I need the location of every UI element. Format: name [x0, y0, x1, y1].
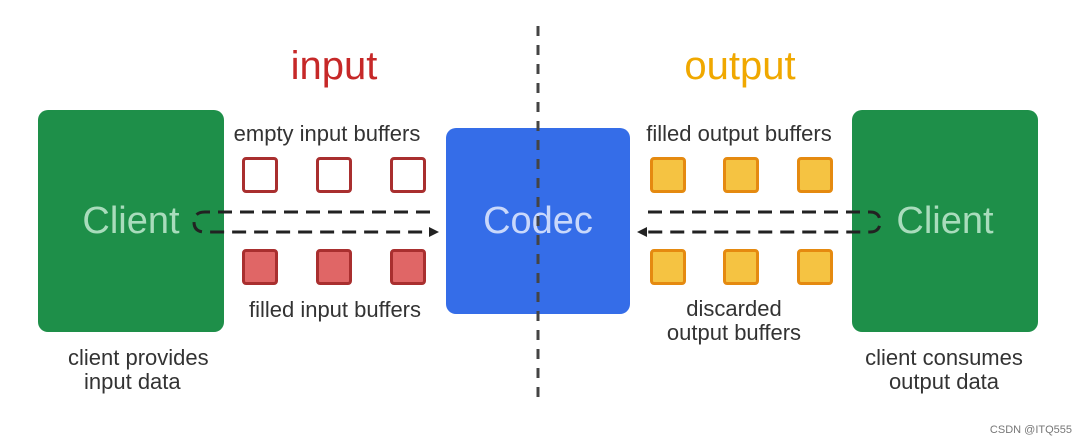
discarded-output-buffer	[650, 249, 686, 285]
empty-input-buffer	[316, 157, 352, 193]
left-client-box: Client	[38, 110, 224, 332]
input-title: input	[290, 44, 378, 88]
output-title: output	[684, 44, 796, 88]
discarded-output-buffer	[797, 249, 833, 285]
discarded-caption-line2: output buffers	[666, 320, 802, 345]
filled-output-buffer	[650, 157, 686, 193]
filled-output-buffers-caption: filled output buffers	[646, 121, 832, 146]
filled-input-buffer	[390, 249, 426, 285]
client-provides-line1: client provides	[68, 345, 209, 370]
filled-output-buffer	[723, 157, 759, 193]
empty-input-buffers-caption: empty input buffers	[233, 121, 421, 146]
filled-input-buffer	[316, 249, 352, 285]
client-provides-caption: client provides input data	[44, 346, 240, 394]
filled-output-buffer	[797, 157, 833, 193]
client-consumes-line1: client consumes	[865, 345, 1023, 370]
filled-input-buffers-caption: filled input buffers	[248, 297, 422, 322]
discarded-output-buffers-caption: discarded output buffers	[636, 297, 832, 345]
input-loop-path	[192, 210, 439, 237]
empty-input-buffer	[390, 157, 426, 193]
right-client-box: Client	[852, 110, 1038, 332]
filled-input-buffer	[242, 249, 278, 285]
client-consumes-caption: client consumes output data	[846, 346, 1042, 394]
discarded-output-buffer	[723, 249, 759, 285]
client-consumes-line2: output data	[888, 369, 1000, 394]
discarded-caption-line1: discarded	[686, 296, 782, 321]
client-provides-line2: input data	[84, 369, 181, 394]
empty-input-buffer	[242, 157, 278, 193]
right-client-label: Client	[896, 199, 994, 242]
watermark: CSDN @ITQ555	[989, 424, 1072, 436]
output-loop-path	[637, 210, 882, 237]
left-client-label: Client	[82, 199, 180, 242]
